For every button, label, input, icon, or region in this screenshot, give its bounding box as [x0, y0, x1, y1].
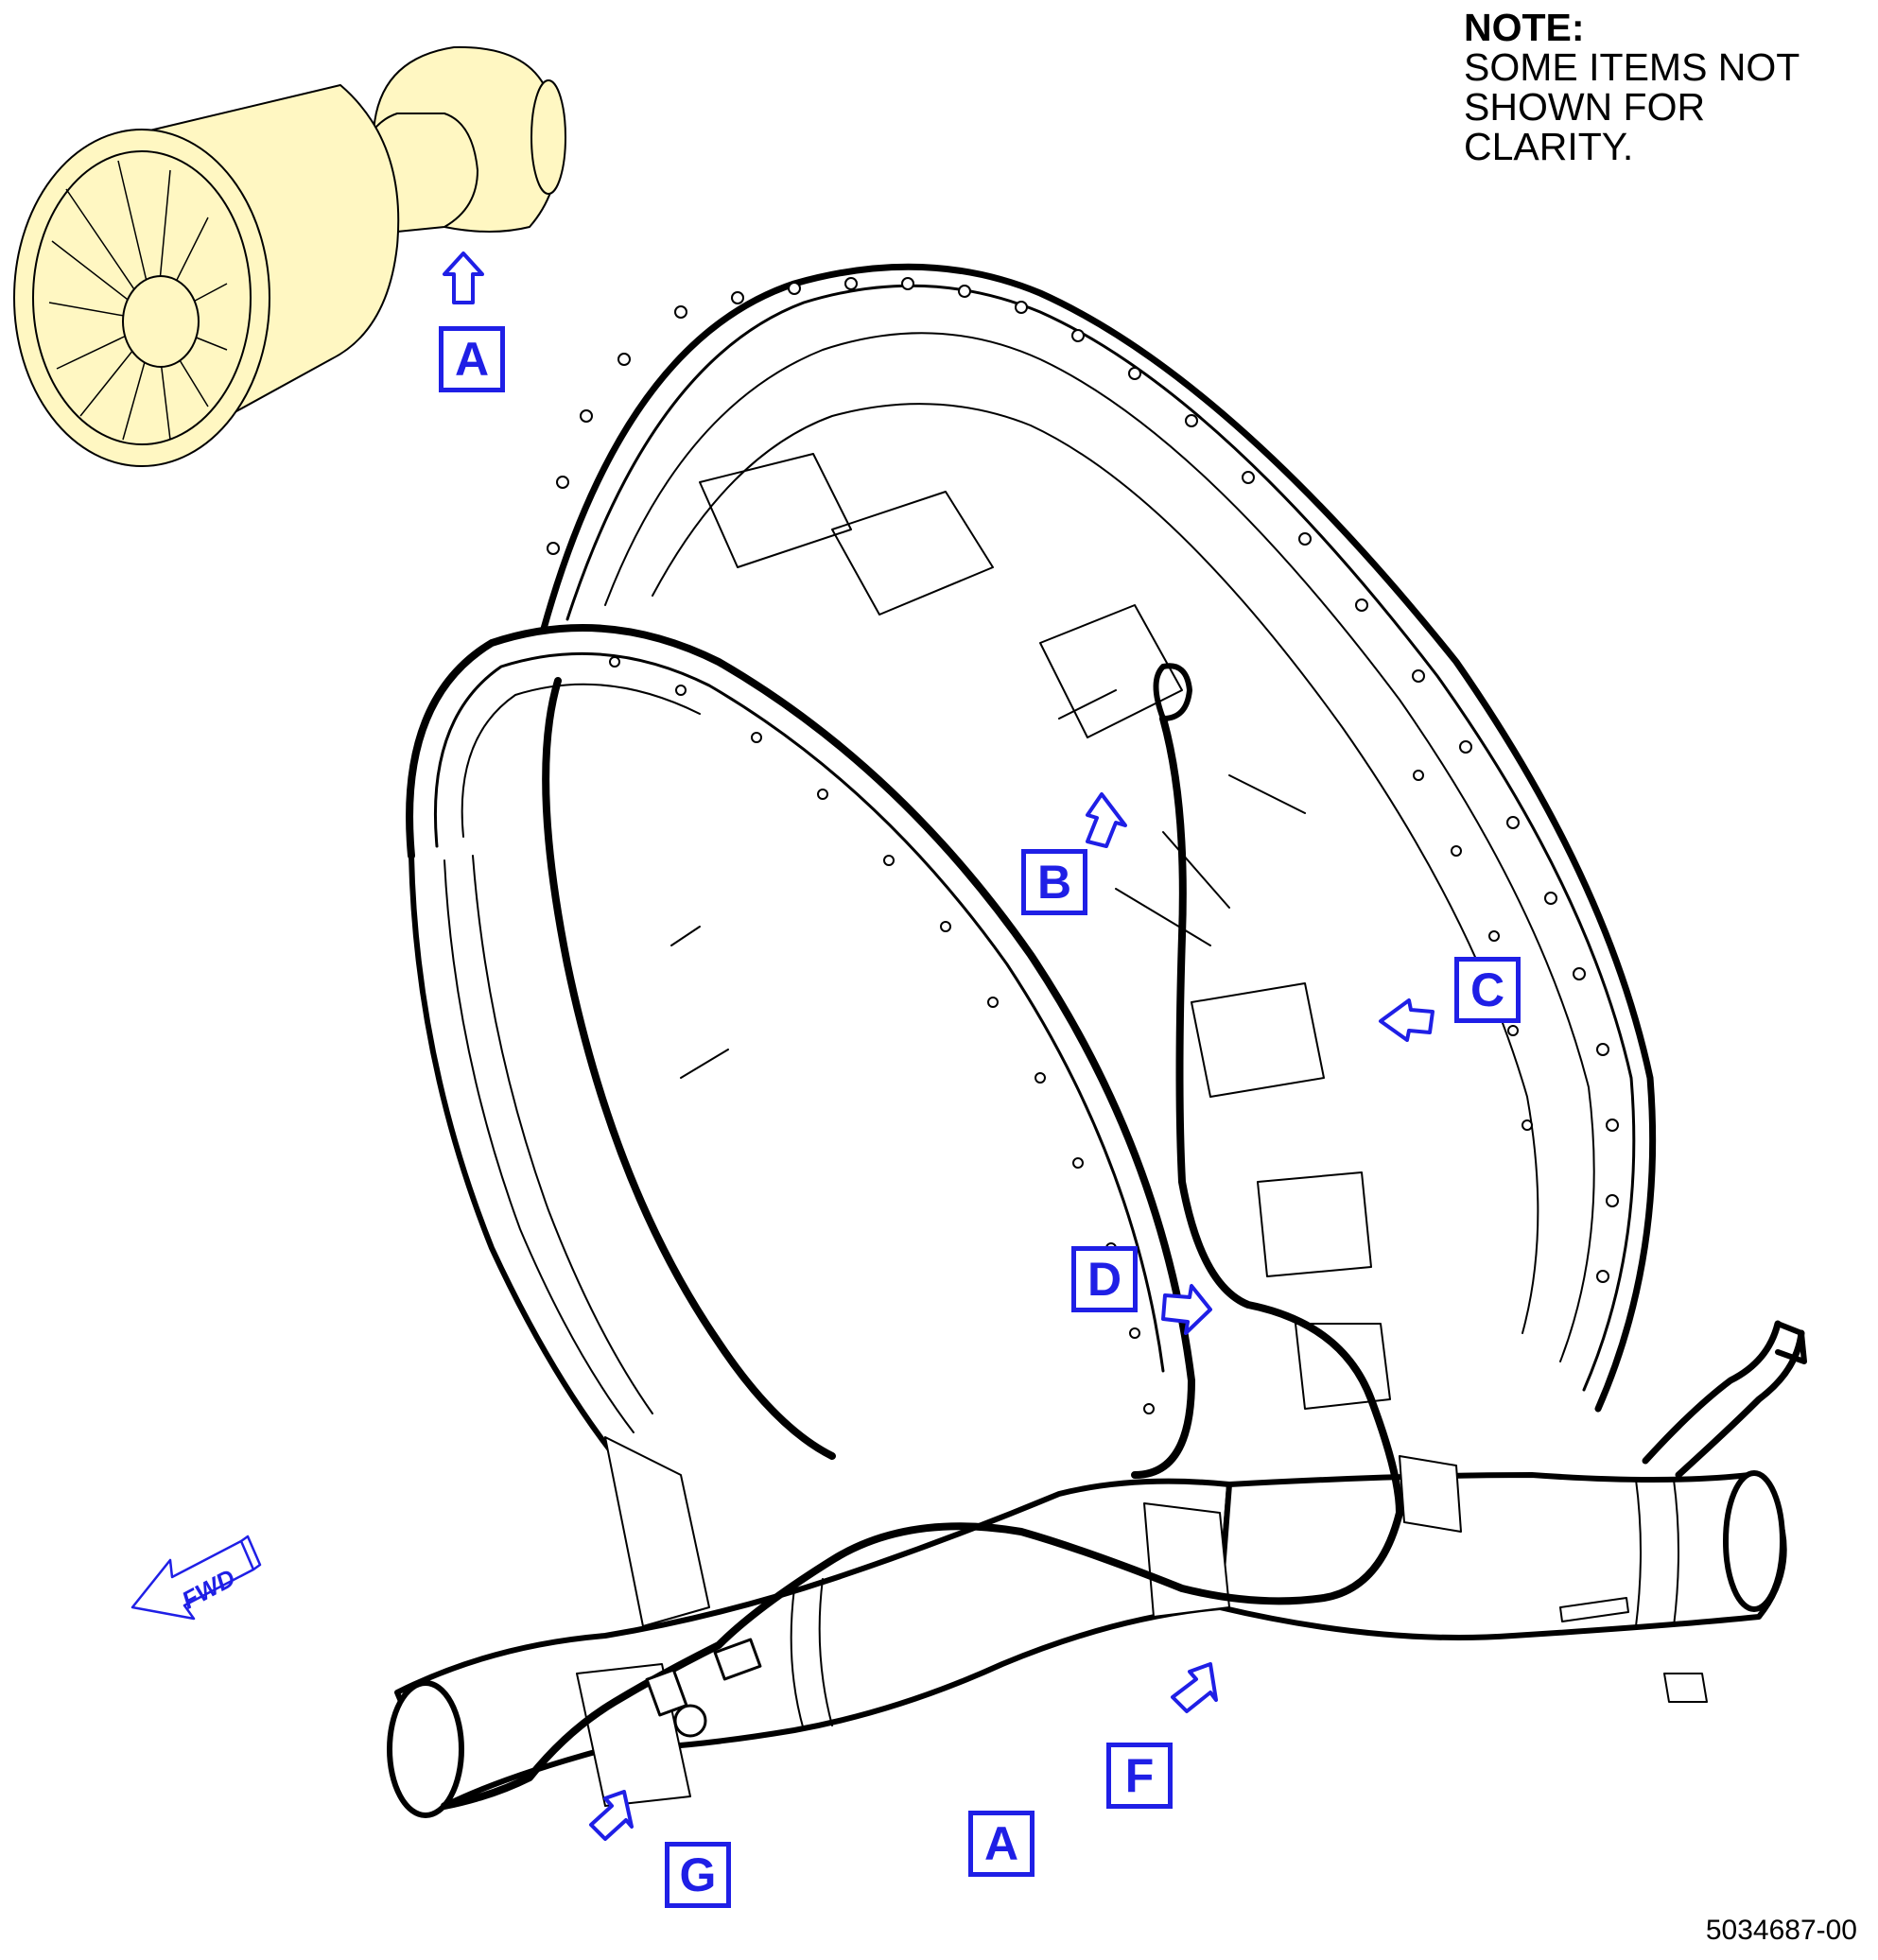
- note-line-2: SHOWN FOR CLARITY.: [1464, 85, 1706, 168]
- engine-overview-illustration: [13, 45, 566, 467]
- figure-number: 5034687-00: [1705, 1915, 1857, 1946]
- note-block: NOTE: SOME ITEMS NOT SHOWN FOR CLARITY.: [1464, 8, 1878, 166]
- lower-tube-assembly: [387, 1436, 1787, 1818]
- note-line-1: SOME ITEMS NOT: [1464, 45, 1800, 89]
- arrow-d: [1161, 1284, 1212, 1335]
- forward-direction-arrow: FWD: [130, 1535, 262, 1621]
- arrow-g: [589, 1790, 634, 1841]
- callout-f: F: [1106, 1743, 1173, 1809]
- arrow-a-engine: [443, 252, 484, 304]
- callout-d: D: [1071, 1246, 1138, 1312]
- callout-arrows: [443, 252, 1435, 1841]
- electrical-harness: [441, 663, 1807, 1810]
- callout-a-bottom: A: [968, 1811, 1035, 1877]
- callout-a-engine: A: [439, 326, 505, 392]
- callout-c: C: [1454, 957, 1521, 1023]
- arrow-b: [1086, 792, 1127, 848]
- callout-b: B: [1021, 849, 1087, 915]
- arrow-c: [1379, 998, 1435, 1042]
- engine-frame-ring: [406, 263, 1657, 1479]
- note-title: NOTE:: [1464, 6, 1585, 49]
- arrow-f: [1171, 1662, 1218, 1713]
- callout-g: G: [665, 1842, 731, 1908]
